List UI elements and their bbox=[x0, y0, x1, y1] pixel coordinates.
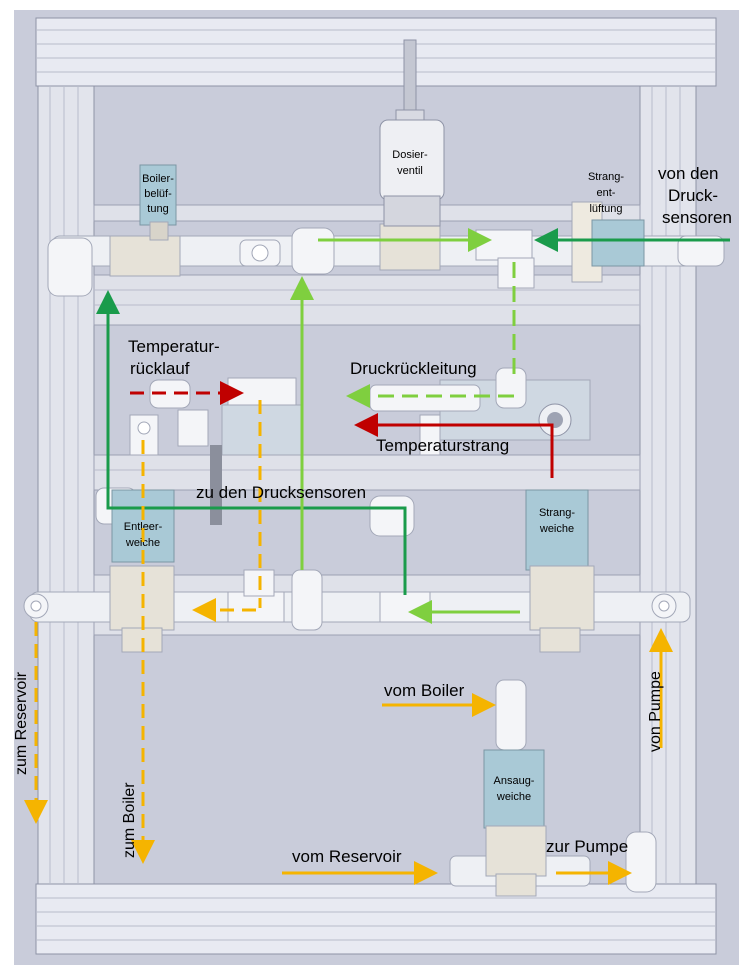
strangweiche-label-line-2: weiche bbox=[539, 523, 574, 535]
label-von-den-line-1: von den bbox=[658, 164, 719, 183]
label-zum-reservoir: zum Reservoir bbox=[13, 671, 30, 775]
ansaugweiche-label-line-1: Ansaug- bbox=[494, 775, 535, 787]
strangweiche-valve: Strang- weiche bbox=[526, 490, 588, 570]
label-zur-pumpe: zur Pumpe bbox=[546, 837, 628, 856]
label-temperaturruecklauf-line-2: rücklauf bbox=[130, 359, 190, 378]
label-temperaturruecklauf-line-1: Temperatur- bbox=[128, 337, 220, 356]
label-temperaturstrang: Temperaturstrang bbox=[376, 436, 509, 455]
boilerbelueftung-label-line-1: Boiler- bbox=[142, 173, 174, 185]
label-zum-boiler: zum Boiler bbox=[121, 782, 138, 858]
boilerbelueftung-label-line-3: tung bbox=[147, 203, 168, 215]
label-druckrueckleitung: Druckrückleitung bbox=[350, 359, 477, 378]
frame-bottom-beam bbox=[36, 884, 716, 954]
boilerbelueftung-label-line-2: belüf- bbox=[144, 188, 172, 200]
dosierventil-label-line-2: ventil bbox=[397, 165, 423, 177]
frame-right-posts bbox=[640, 86, 696, 884]
label-von-den-line-2: Druck- bbox=[668, 186, 718, 205]
strangweiche-label-line-1: Strang- bbox=[539, 507, 575, 519]
label-vom-reservoir: vom Reservoir bbox=[292, 847, 402, 866]
frame-left-posts bbox=[38, 86, 94, 884]
frame-top-beam bbox=[36, 18, 716, 86]
dosierventil-label-line-1: Dosier- bbox=[392, 149, 428, 161]
strangentlueftung-label-line-1: Strang- bbox=[588, 171, 624, 183]
strangentlueftung-label-line-3: lüftung bbox=[589, 203, 622, 215]
label-zu-den-drucksensoren: zu den Drucksensoren bbox=[196, 483, 366, 502]
label-vom-boiler: vom Boiler bbox=[384, 681, 465, 700]
label-von-den-line-3: sensoren bbox=[662, 208, 732, 227]
label-von-pumpe: von Pumpe bbox=[647, 671, 664, 752]
strangentlueftung-label-line-2: ent- bbox=[597, 187, 616, 199]
ansaugweiche-label-line-2: weiche bbox=[496, 791, 531, 803]
